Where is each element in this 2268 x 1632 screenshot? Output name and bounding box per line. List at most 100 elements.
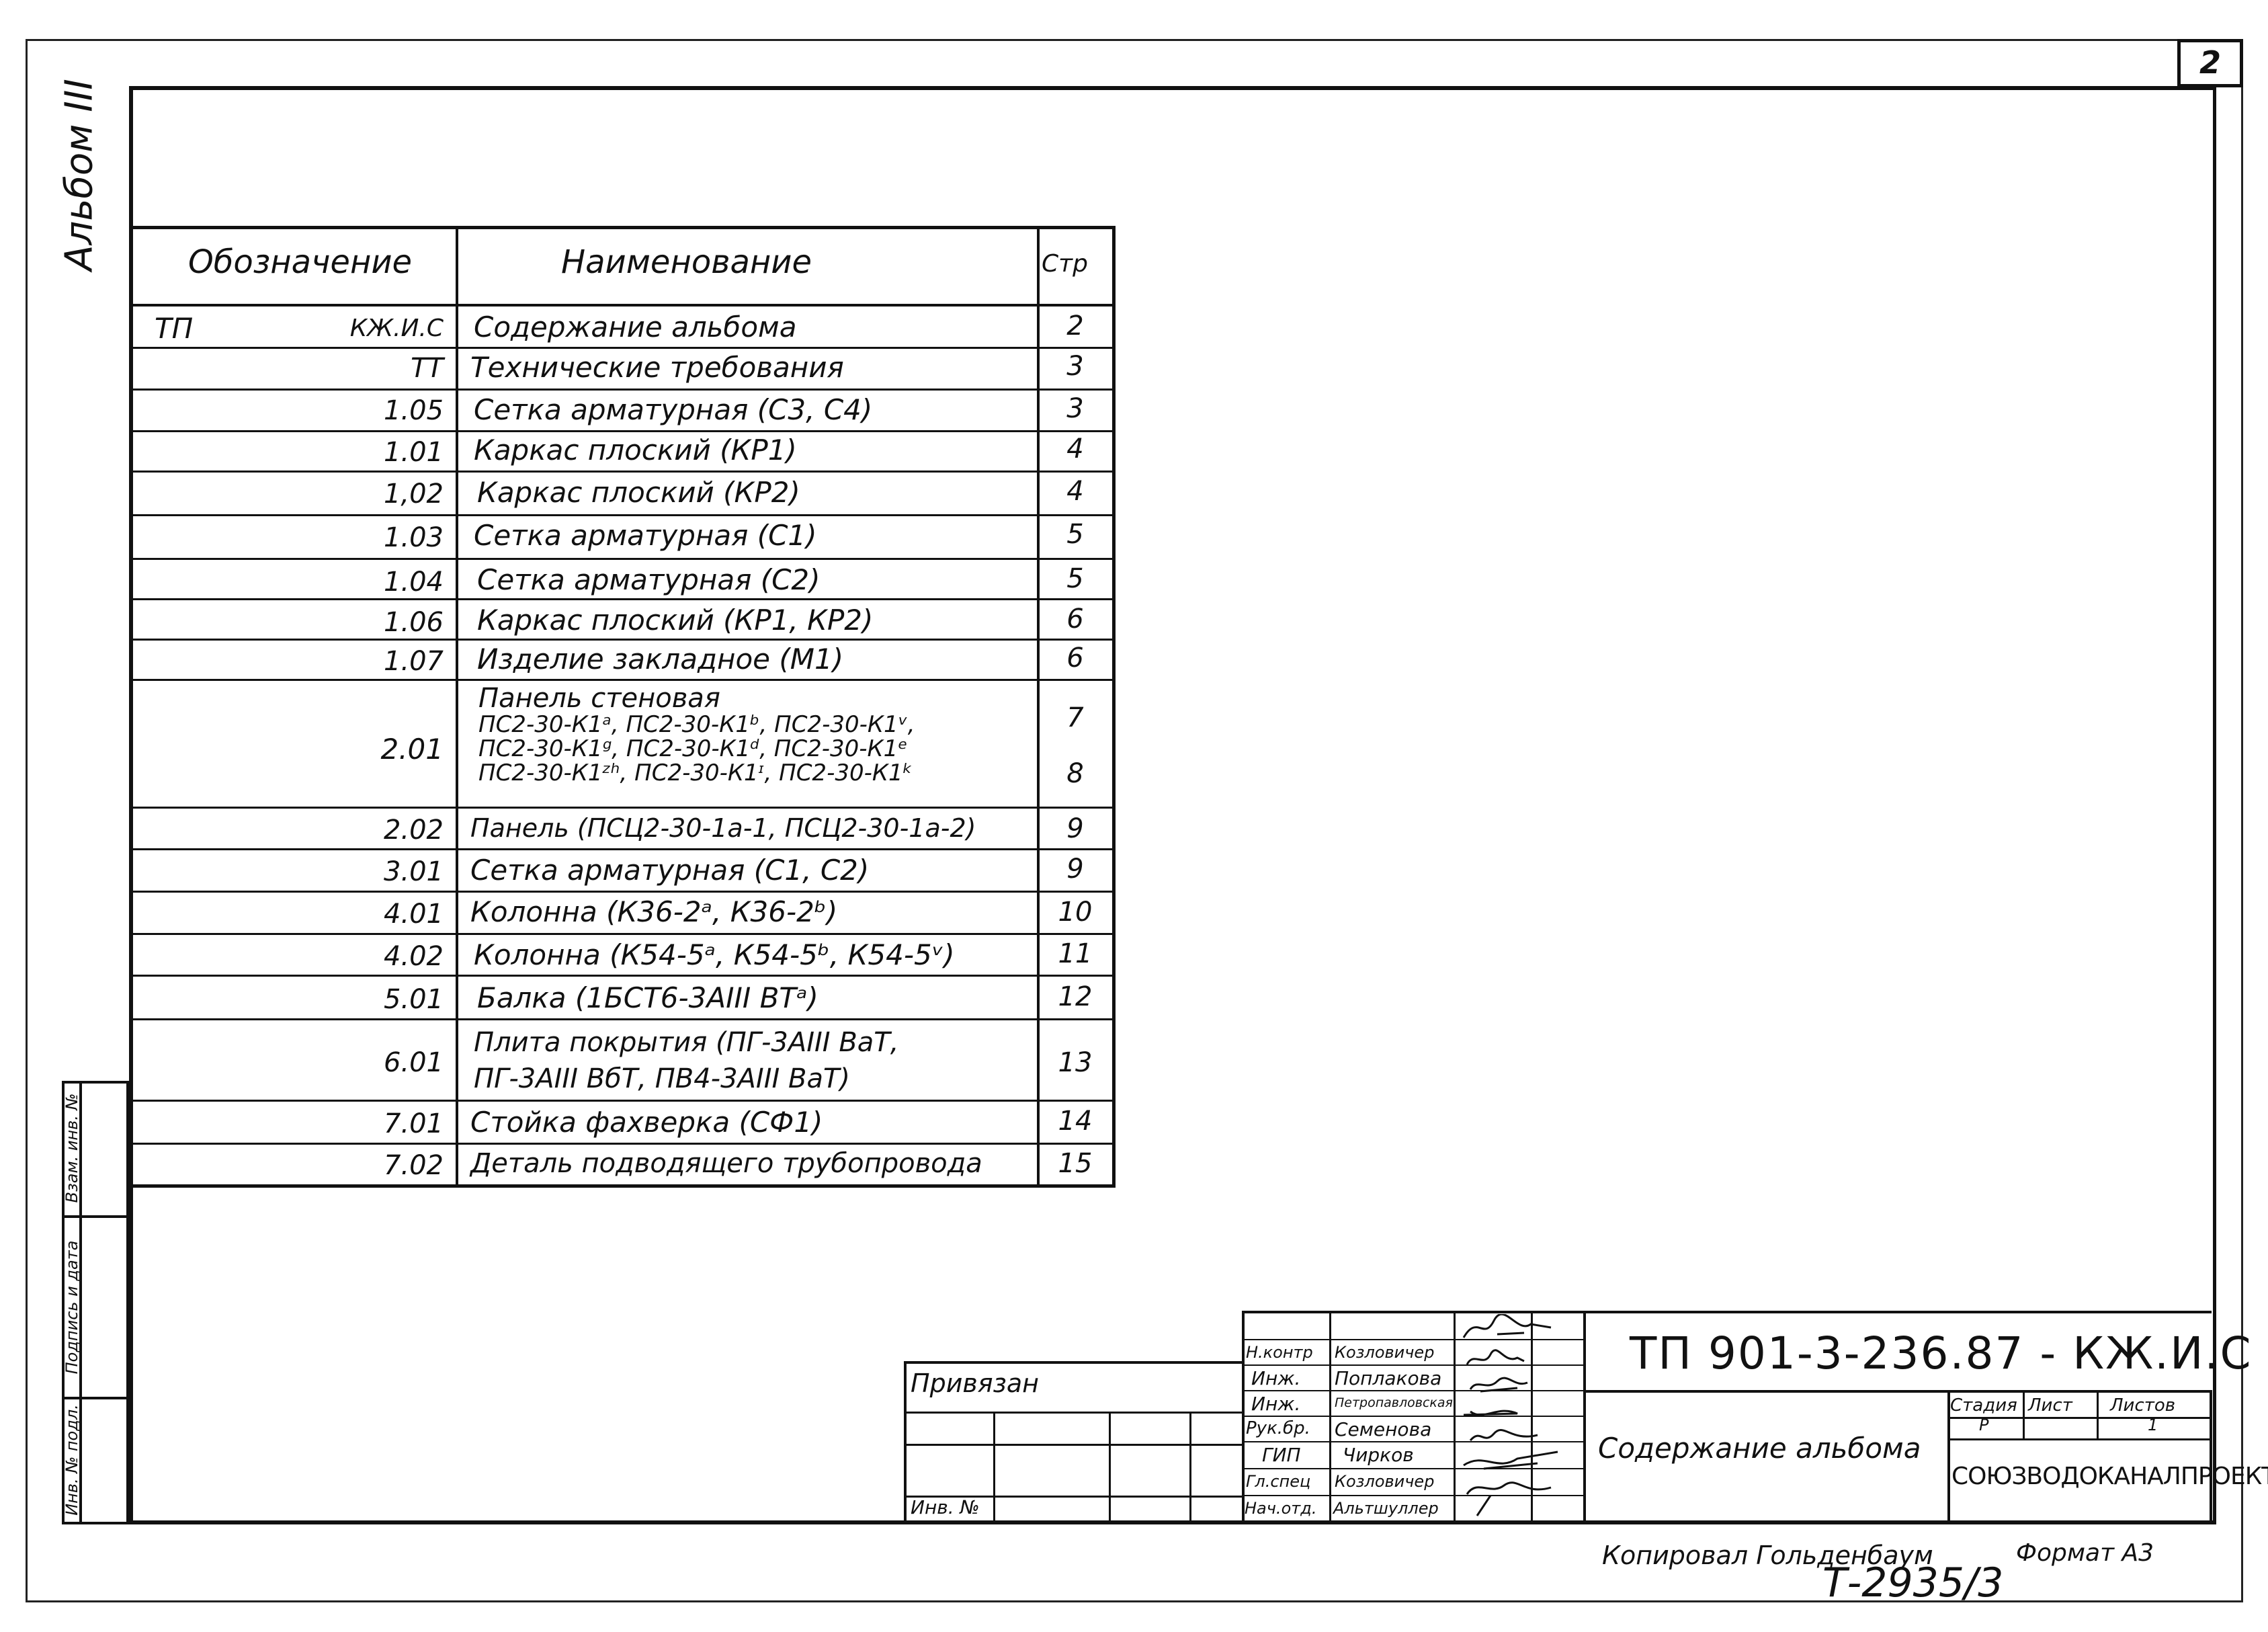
- stage-label: Стадия: [1950, 1395, 2017, 1416]
- side-label-vzam: Взам. инв. №: [62, 1093, 81, 1203]
- side-strip-divider: [79, 1081, 82, 1524]
- role-label: Инж.: [1251, 1393, 1301, 1415]
- role-name: Чирков: [1343, 1444, 1414, 1466]
- row-name: Балка (1БСТ6-3АIII ВТᵃ): [477, 981, 818, 1014]
- row-code: 4.01: [383, 899, 444, 930]
- role-label: Гл.спец: [1246, 1472, 1311, 1491]
- row-name: Каркас плоский (КР1, КР2): [477, 604, 874, 637]
- row-code: 1.01: [383, 437, 444, 468]
- row-code: 1.05: [383, 395, 444, 426]
- row-name: Стойка фахверка (СФ1): [470, 1106, 823, 1139]
- header-name: Наименование: [561, 243, 812, 281]
- document-title: Содержание альбома: [1598, 1432, 1921, 1465]
- format-label: Формат А3: [2016, 1539, 2154, 1567]
- row-page: 9: [1066, 813, 1084, 844]
- row-page: 15: [1058, 1148, 1093, 1179]
- row-page: 13: [1058, 1047, 1093, 1078]
- role-name: Альтшуллер: [1333, 1499, 1439, 1518]
- row-prefix: ТП: [155, 312, 194, 345]
- copied-by: Копировал Гольденбаум: [1602, 1541, 1933, 1570]
- row-name-line: ПС2-30-К1ᶻʰ, ПС2-30-К1ᶦ, ПС2-30-К1ᵏ: [478, 760, 913, 786]
- sheet-number: 2: [2177, 39, 2243, 87]
- row-page: 5: [1066, 519, 1084, 550]
- row-page: 12: [1058, 981, 1093, 1012]
- row-code: 1.06: [383, 607, 444, 638]
- row-page: 8: [1066, 758, 1084, 789]
- sheets-value: 1: [2148, 1416, 2158, 1434]
- row-code: 1.03: [383, 522, 444, 553]
- row-code: ТТ: [411, 353, 444, 384]
- row-name: Каркас плоский (КР1): [474, 434, 797, 466]
- row-page: 11: [1058, 938, 1093, 969]
- row-code: 7.01: [383, 1108, 444, 1139]
- row-name: Каркас плоский (КР2): [477, 476, 800, 509]
- role-name: Козловичер: [1335, 1343, 1435, 1362]
- row-code: 4.02: [383, 941, 444, 972]
- role-label: ГИП: [1262, 1444, 1301, 1466]
- row-code: 2.02: [383, 815, 444, 846]
- header-page: Стр: [1042, 250, 1088, 278]
- row-page: 2: [1066, 311, 1084, 341]
- album-label: Альбом III: [57, 79, 101, 271]
- row-name-line: ПС2-30-К1ᵃ, ПС2-30-К1ᵇ, ПС2-30-К1ᵛ,: [478, 711, 915, 738]
- row-page: 4: [1066, 434, 1084, 464]
- row-code: КЖ.И.С: [349, 315, 444, 342]
- stage-value: Р: [1979, 1416, 1989, 1434]
- row-page: 4: [1066, 476, 1084, 507]
- side-strip-divider: [62, 1215, 129, 1218]
- role-label: Рук.бр.: [1246, 1418, 1310, 1438]
- row-name: Изделие закладное (М1): [477, 643, 844, 676]
- archive-number: Т-2935/3: [1822, 1559, 2004, 1606]
- role-label: Инж.: [1251, 1367, 1301, 1389]
- row-page: 14: [1058, 1106, 1093, 1137]
- row-code: 2.01: [380, 733, 444, 766]
- role-name: Поплакова: [1335, 1367, 1442, 1389]
- row-name-line: Панель стеновая: [478, 683, 720, 714]
- row-name-line: ПС2-30-К1ᵍ, ПС2-30-К1ᵈ, ПС2-30-К1ᵉ: [478, 735, 908, 762]
- row-name: Деталь подводящего трубопровода: [470, 1148, 982, 1179]
- header-code: Обозначение: [188, 243, 413, 281]
- row-name: Сетка арматурная (С1, С2): [470, 854, 870, 887]
- row-name-line: ПГ-3АIII ВбТ, ПВ4-3АIII ВаТ): [474, 1063, 850, 1094]
- row-code: 6.01: [383, 1047, 444, 1078]
- row-code: 7.02: [383, 1150, 444, 1181]
- role-label: Н.контр: [1246, 1343, 1313, 1362]
- role-name: Семенова: [1335, 1418, 1432, 1440]
- row-code: 3.01: [383, 856, 444, 887]
- row-name: Сетка арматурная (С3, С4): [474, 393, 873, 426]
- drawing-frame: [129, 86, 2216, 1524]
- row-page: 5: [1066, 563, 1084, 594]
- row-name-line: Плита покрытия (ПГ-3АIII ВаТ,: [474, 1027, 899, 1058]
- row-page: 6: [1066, 604, 1084, 635]
- row-name: Панель (ПСЦ2-30-1а-1, ПСЦ2-30-1а-2): [470, 813, 976, 843]
- role-name: Козловичер: [1335, 1472, 1435, 1491]
- row-page: 7: [1066, 702, 1084, 733]
- organization: СОЮЗВОДОКАНАЛПРОЕКТ: [1951, 1463, 2268, 1490]
- row-name: Колонна (К54-5ᵃ, К54-5ᵇ, К54-5ᵛ): [474, 938, 955, 971]
- outer-border: [26, 39, 2243, 1602]
- role-name: Петропавловская: [1335, 1395, 1453, 1410]
- row-name: Содержание альбома: [474, 311, 797, 343]
- row-page: 6: [1066, 643, 1084, 674]
- row-page: 10: [1058, 897, 1093, 928]
- side-label-podpis: Подпись и дата: [62, 1240, 81, 1375]
- side-label-inv: Инв. № подл.: [62, 1404, 81, 1516]
- sheet-label: Лист: [2028, 1395, 2072, 1416]
- document-code: ТП 901-3-236.87 - КЖ.И.С: [1630, 1328, 2253, 1379]
- row-page: 3: [1066, 393, 1084, 424]
- row-code: 1,02: [383, 479, 444, 509]
- role-label: Нач.отд.: [1245, 1499, 1317, 1518]
- row-code: 5.01: [383, 984, 444, 1015]
- side-strip: [62, 1081, 129, 1524]
- row-page: 3: [1066, 351, 1084, 382]
- row-name: Колонна (К36-2ᵃ, К36-2ᵇ): [470, 895, 838, 928]
- row-name: Сетка арматурная (С1): [474, 519, 817, 552]
- signatures-image: [1462, 1314, 1558, 1516]
- side-strip-divider: [62, 1397, 129, 1399]
- row-code: 1.07: [383, 646, 444, 677]
- sheets-label: Листов: [2110, 1395, 2176, 1416]
- inv-no-label: Инв. №: [911, 1496, 980, 1518]
- privyazan-label: Привязан: [911, 1369, 1039, 1398]
- row-name: Технические требования: [470, 351, 844, 384]
- row-name: Сетка арматурная (С2): [477, 563, 821, 596]
